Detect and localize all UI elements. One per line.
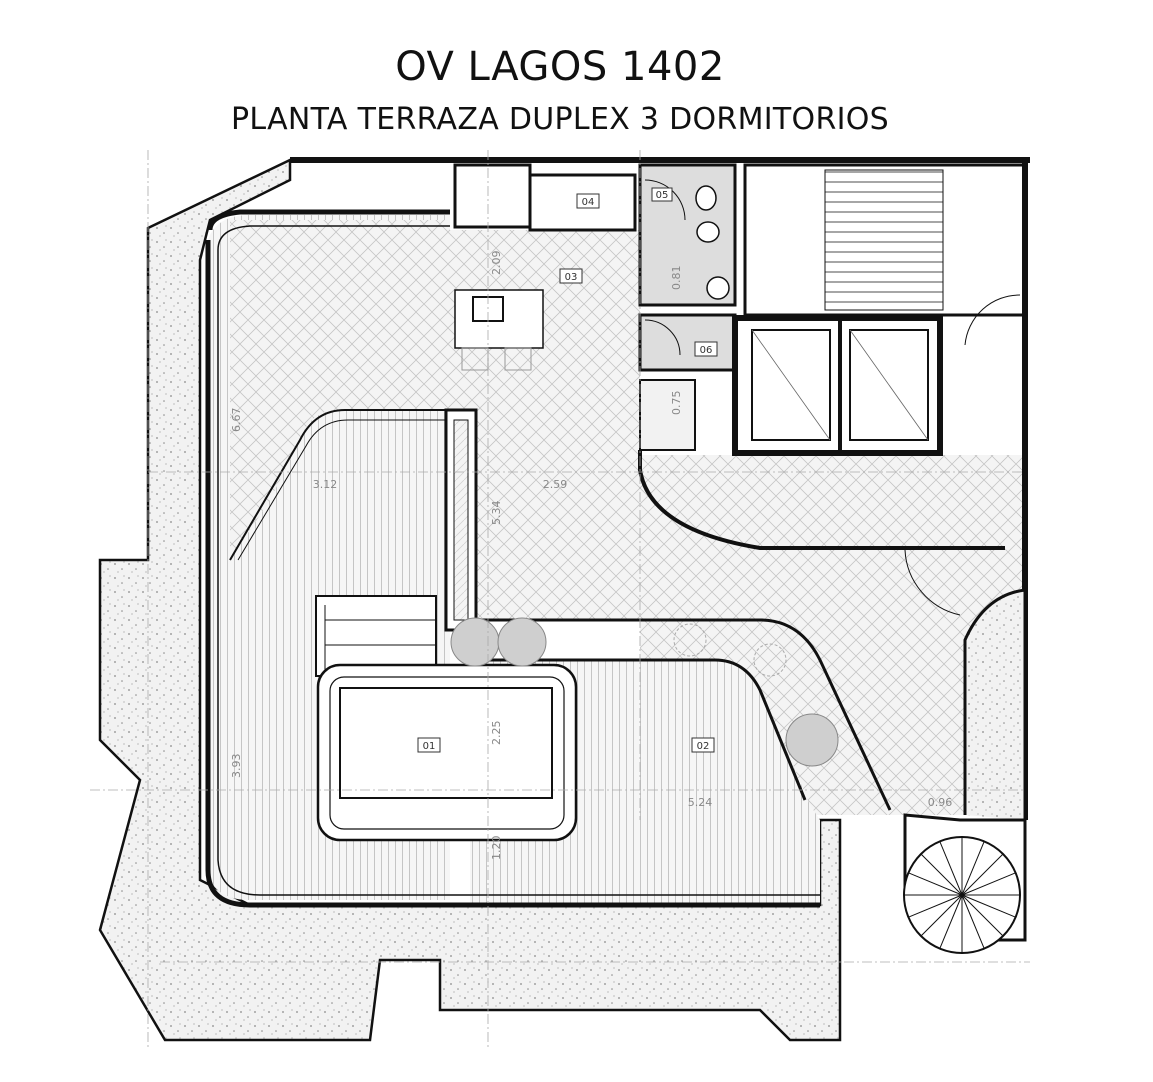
dim-5-34: 5.34 [490,501,503,526]
dim-3-12: 3.12 [313,478,338,491]
room-tag-01: 01 [417,737,441,753]
dim-0-96: 0.96 [928,796,953,809]
spiral-staircase [903,813,1027,954]
dim-2-59: 2.59 [543,478,568,491]
trees [450,617,839,767]
arched-balcony [963,588,1027,820]
outer-wall-inner [217,225,820,896]
curved-deck-edge [229,409,470,561]
elevators [732,315,943,456]
page-subtitle: PLANTA TERRAZA DUPLEX 3 DORMITORIOS [230,102,889,137]
room-tags: 01 02 03 04 05 06 [417,187,718,753]
dim-2-25: 2.25 [490,721,503,746]
dim-3-93: 3.93 [230,754,243,779]
planter-strip-inner [453,419,469,621]
pool-steps [315,595,437,677]
page-title: OV LAGOS 1402 [395,44,725,90]
dim-2-09: 2.09 [490,251,503,276]
door-arc-right [964,294,1021,346]
door-arc-lower [904,549,961,616]
svg-text:05: 05 [656,190,669,201]
svg-text:03: 03 [565,272,578,283]
pool [316,663,578,842]
svg-text:04: 04 [582,197,595,208]
svg-text:06: 06 [700,345,713,356]
outer-wall [205,209,820,908]
curved-deck-edge-2 [237,419,470,561]
room-tag-05: 05 [651,187,673,202]
svg-text:02: 02 [697,741,710,752]
svg-text:01: 01 [423,741,436,752]
dim-6-67: 6.67 [230,408,243,433]
dim-0-75: 0.75 [670,391,683,416]
dimension-labels: 6.67 2.59 2.25 5.24 3.93 0.81 0.96 1.20 … [230,251,952,861]
room-tag-06: 06 [694,341,718,357]
main-staircase [743,163,1027,317]
dim-0-81: 0.81 [670,266,683,291]
dim-1-20: 1.20 [490,836,503,861]
corridor-wall [638,450,1005,550]
room-tag-03: 03 [559,268,583,284]
garden-border-inner [470,658,807,801]
garden-border [470,618,892,811]
dim-5-24: 5.24 [688,796,713,809]
herringbone-terrace [230,220,450,560]
room-tag-02: 02 [691,737,715,753]
grid-lines [90,150,1030,1050]
room-tag-04: 04 [576,193,600,209]
perimeter-planter [98,158,842,1042]
covered-area [450,230,640,620]
